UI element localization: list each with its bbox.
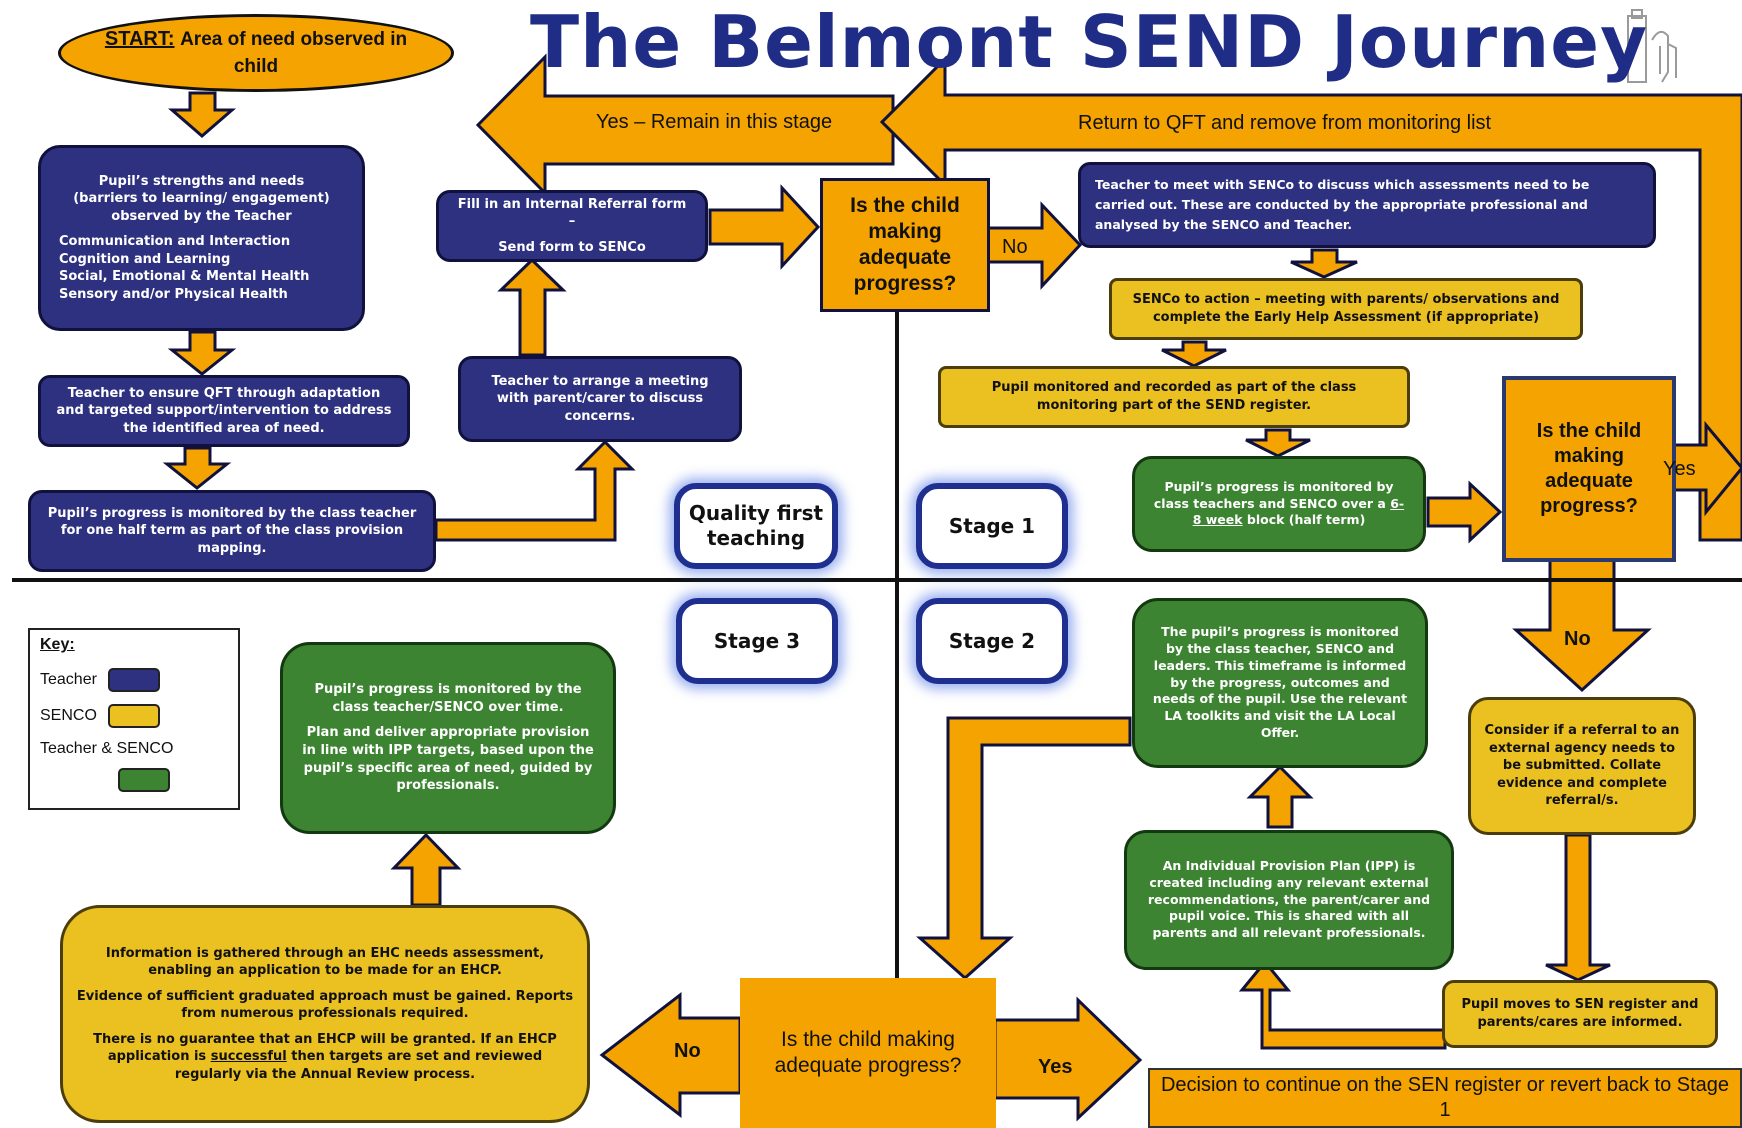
right-arrow-s1 — [1426, 480, 1503, 544]
ehc-p3-before: There is no guarantee that an EHCP will … — [93, 1031, 557, 1065]
monitor-block-underlined: 6-8 week — [1192, 495, 1405, 528]
no-label-top: No — [1002, 236, 1028, 258]
arrange-meeting-box: Teacher to arrange a meeting with parent… — [458, 356, 742, 442]
l-arrow-to-ipp — [1238, 959, 1447, 1050]
page-title: The Belmont SEND Journey — [530, 0, 1649, 84]
stage-label-qft: Quality first teaching — [674, 483, 838, 569]
decision-stage1: Is the child making adequate progress? — [1502, 376, 1676, 562]
monitor-block-box: Pupil’s progress is monitored by class t… — [1132, 456, 1426, 552]
sen-register-box: Pupil moves to SEN register and parents/… — [1442, 980, 1718, 1048]
no-label-bottom: No — [674, 1040, 701, 1062]
key-teacher-label: Teacher — [40, 671, 97, 689]
remain-arrow — [475, 53, 895, 197]
remain-label: Yes – Remain in this stage — [596, 111, 833, 133]
down-arrow-s1-a — [1290, 248, 1358, 279]
area-sensory: Sensory and/or Physical Health — [59, 286, 288, 302]
referral-form-line-2: Send form to SENCo — [498, 239, 646, 255]
key-teacher-senco-label: Teacher & SENCO — [40, 740, 174, 757]
yes-arrow-bottom — [993, 996, 1143, 1122]
ehc-p2: Evidence of sufficient graduated approac… — [76, 988, 574, 1022]
l-arrow-to-meeting — [434, 439, 636, 542]
up-arrow-referral — [497, 257, 567, 357]
decision-qft: Is the child making adequate progress? — [820, 178, 990, 312]
down-arrow-3 — [162, 446, 232, 490]
yes-arrow-right — [1670, 420, 1742, 517]
area-cognition: Cognition and Learning — [59, 251, 231, 267]
right-arrow-to-decision — [708, 184, 821, 270]
l-arrow-to-bottom-decision — [916, 716, 1132, 981]
referral-form-line-1: Fill in an Internal Referral form – — [457, 196, 687, 230]
area-communication: Communication and Interaction — [59, 234, 291, 250]
ehc-p1: Information is gathered through an EHC n… — [105, 945, 545, 979]
key-legend: Key: Teacher SENCO Teacher & SENCO — [28, 628, 240, 810]
down-arrow-1 — [167, 91, 237, 138]
start-oval: START: Area of need observed in child — [58, 14, 454, 92]
s3-monitored-box: Pupil’s progress is monitored by the cla… — [280, 642, 616, 834]
ehc-p3-after: then targets are set and reviewed regula… — [174, 1049, 543, 1082]
no-arrow-left — [599, 991, 742, 1119]
s2-monitored-box: The pupil’s progress is monitored by the… — [1132, 598, 1428, 768]
key-senco-swatch — [108, 704, 160, 728]
down-arrow-s1-c — [1245, 428, 1311, 458]
belmont-crest-icon — [1627, 9, 1677, 83]
stage-label-stage3: Stage 3 — [676, 598, 838, 684]
meet-senco-box: Teacher to meet with SENCo to discuss wh… — [1078, 162, 1656, 248]
senco-action-box: SENCo to action – meeting with parents/ … — [1109, 278, 1583, 340]
monitor-half-term-box: Pupil’s progress is monitored by the cla… — [28, 490, 436, 572]
ehc-p3-underlined: successful — [210, 1049, 287, 1065]
strengths-line-3: observed by the Teacher — [111, 208, 292, 224]
key-title: Key: — [40, 636, 75, 653]
s3-monitored-p1: Pupil’s progress is monitored by the cla… — [314, 682, 582, 715]
up-arrow-s3 — [390, 832, 462, 907]
consider-referral-box: Consider if a referral to an external ag… — [1468, 697, 1696, 835]
start-text: Area of need observed in child — [180, 29, 408, 77]
key-teacher-swatch — [108, 668, 160, 692]
up-arrow-s2 — [1246, 764, 1314, 829]
strengths-line-2: (barriers to learning/ engagement) — [73, 191, 330, 207]
strengths-needs-box: Pupil’s strengths and needs (barriers to… — [38, 145, 365, 331]
return-qft-label: Return to QFT and remove from monitoring… — [1078, 112, 1492, 134]
down-arrow-s1-b — [1161, 340, 1227, 368]
monitor-block-after: block (half term) — [1242, 512, 1366, 528]
down-arrow-2 — [167, 330, 237, 376]
ehc-assessment-box: Information is gathered through an EHC n… — [60, 905, 590, 1123]
yes-label-bottom: Yes — [1038, 1056, 1073, 1078]
strengths-line-1: Pupil’s strengths and needs — [98, 173, 305, 189]
down-arrow-sen — [1545, 833, 1611, 982]
yes-label-right: Yes — [1663, 458, 1696, 480]
referral-form-box: Fill in an Internal Referral form – Send… — [436, 190, 708, 262]
decision-continue-box: Decision to continue on the SEN register… — [1148, 1068, 1742, 1128]
decision-stage2: Is the child making adequate progress? — [740, 978, 996, 1128]
monitor-block-before: Pupil’s progress is monitored by class t… — [1153, 478, 1394, 511]
no-arrow-down — [1512, 558, 1652, 693]
stage-label-stage2: Stage 2 — [916, 598, 1068, 684]
start-label: START: — [104, 28, 175, 50]
ipp-box: An Individual Provision Plan (IPP) is cr… — [1124, 830, 1454, 970]
area-semh: Social, Emotional & Mental Health — [59, 269, 310, 285]
stage-label-stage1: Stage 1 — [916, 483, 1068, 569]
s3-monitored-p2: Plan and deliver appropriate provision i… — [302, 725, 594, 794]
return-qft-arrow — [879, 55, 1742, 542]
key-senco-label: SENCO — [40, 707, 97, 725]
no-label-right: No — [1564, 628, 1591, 650]
key-teacher-senco-swatch — [118, 768, 170, 792]
ensure-qft-box: Teacher to ensure QFT through adaptation… — [38, 375, 410, 447]
monitoring-part-box: Pupil monitored and recorded as part of … — [938, 366, 1410, 428]
